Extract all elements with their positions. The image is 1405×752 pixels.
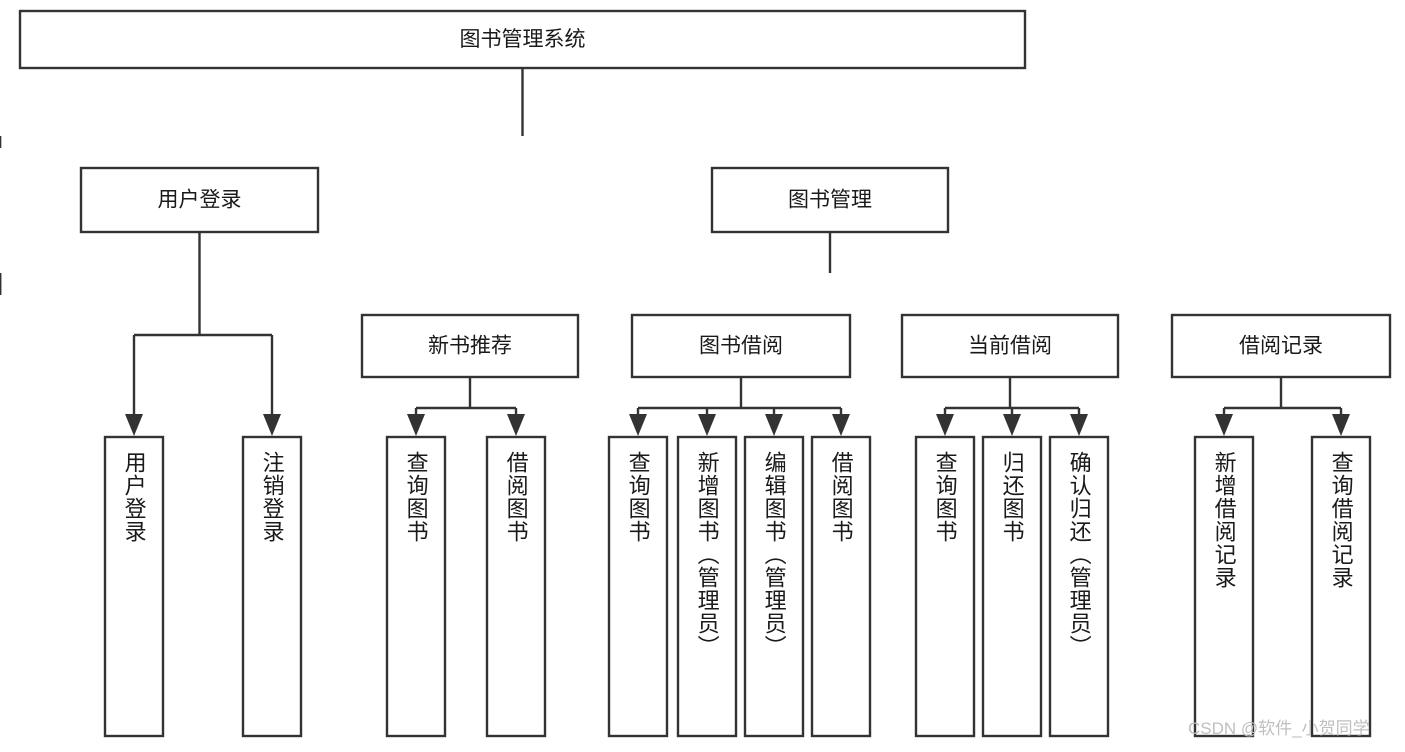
arrow-head-icon-leaf-11 bbox=[1215, 414, 1233, 436]
arrow-head-icon-leaf-9 bbox=[1003, 414, 1021, 436]
arrow-head-icon-leaf-6 bbox=[765, 414, 783, 436]
arrow-head-icon-leaf-8 bbox=[936, 414, 954, 436]
node-leaf-box-7[interactable] bbox=[810, 435, 872, 738]
node-level2-box-2[interactable] bbox=[900, 313, 1120, 379]
node-leaf-box-2[interactable] bbox=[385, 435, 447, 738]
node-level2-box-1[interactable] bbox=[630, 313, 852, 379]
arrow-head-icon-leaf-0 bbox=[125, 414, 143, 436]
node-leaf-box-5[interactable] bbox=[676, 435, 738, 738]
node-level1-label-1: 图书管理 bbox=[788, 189, 872, 212]
arrow-head-icon-leaf-10 bbox=[1070, 414, 1088, 436]
node-level1-box-0[interactable] bbox=[79, 166, 320, 234]
arrow-head-icon-leaf-5 bbox=[698, 414, 716, 436]
node-level1-label-0: 用户登录 bbox=[158, 189, 242, 212]
arrow-head-icon-leaf-2 bbox=[407, 414, 425, 436]
node-leaf-box-8[interactable] bbox=[914, 435, 976, 738]
arrow-head-icon-leaf-4 bbox=[629, 414, 647, 436]
arrow-head-icon-leaf-12 bbox=[1332, 414, 1350, 436]
node-leaf-box-4[interactable] bbox=[607, 435, 669, 738]
node-level2-label-3: 借阅记录 bbox=[1239, 335, 1323, 358]
node-leaf-box-10[interactable] bbox=[1048, 435, 1110, 738]
node-leaf-box-0[interactable] bbox=[103, 435, 165, 738]
node-leaf-box-1[interactable] bbox=[241, 435, 303, 738]
node-leaf-box-3[interactable] bbox=[485, 435, 547, 738]
node-root-box[interactable] bbox=[18, 9, 1027, 70]
node-leaf-box-6[interactable] bbox=[743, 435, 805, 738]
node-leaf-box-9[interactable] bbox=[981, 435, 1043, 738]
node-level2-label-1: 图书借阅 bbox=[699, 335, 783, 358]
arrow-head-icon-leaf-7 bbox=[832, 414, 850, 436]
node-leaf-box-12[interactable] bbox=[1310, 435, 1372, 738]
node-level2-label-2: 当前借阅 bbox=[968, 335, 1052, 358]
node-root-label: 图书管理系统 bbox=[460, 28, 586, 51]
node-level2-box-3[interactable] bbox=[1170, 313, 1392, 379]
csdn-watermark: CSDN @软件_小贺同学 bbox=[1188, 719, 1370, 738]
arrow-head-icon-leaf-3 bbox=[507, 414, 525, 436]
node-level2-label-0: 新书推荐 bbox=[428, 335, 512, 358]
node-leaf-box-11[interactable] bbox=[1193, 435, 1255, 738]
arrow-head-icon-leaf-1 bbox=[263, 414, 281, 436]
